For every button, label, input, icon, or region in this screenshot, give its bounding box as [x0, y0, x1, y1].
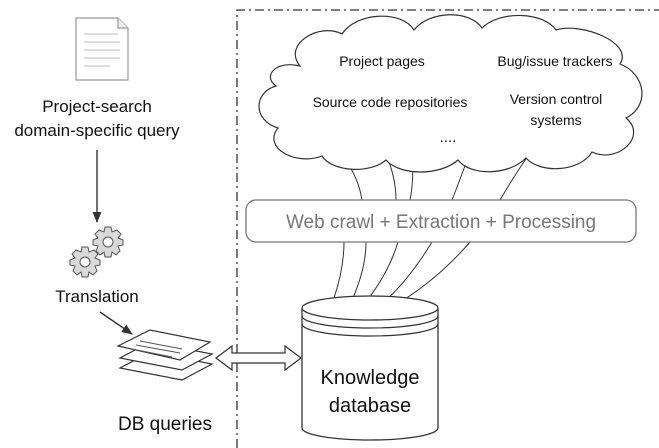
cloud-ellipsis: .... — [440, 129, 457, 146]
query-label-line1: Project-search — [42, 97, 152, 116]
database-label-line1: Knowledge — [321, 367, 420, 389]
cloud-item-vcs-line2: systems — [530, 112, 581, 128]
translation-label: Translation — [55, 287, 138, 306]
query-label-line2: domain-specific query — [14, 121, 180, 140]
arrow-translation-to-queries — [99, 311, 133, 335]
cloud-icon — [258, 14, 643, 173]
db-queries-label: DB queries — [118, 414, 212, 435]
cloud-item-project-pages: Project pages — [339, 53, 425, 69]
process-box-label: Web crawl + Extraction + Processing — [286, 212, 596, 233]
database-label-line2: database — [329, 395, 411, 417]
double-arrow-queries-database — [215, 344, 302, 372]
gears-icon — [69, 226, 124, 278]
database-icon — [301, 295, 439, 441]
document-icon — [75, 17, 129, 81]
stacked-pages-icon — [116, 329, 214, 381]
cloud-item-vcs-line1: Version control — [510, 91, 603, 107]
process-box — [245, 199, 637, 243]
process-to-database-connectors — [333, 241, 471, 303]
cloud-item-source-repos: Source code repositories — [313, 94, 468, 110]
system-boundary — [236, 9, 659, 448]
cloud-item-bug-trackers: Bug/issue trackers — [497, 53, 612, 69]
